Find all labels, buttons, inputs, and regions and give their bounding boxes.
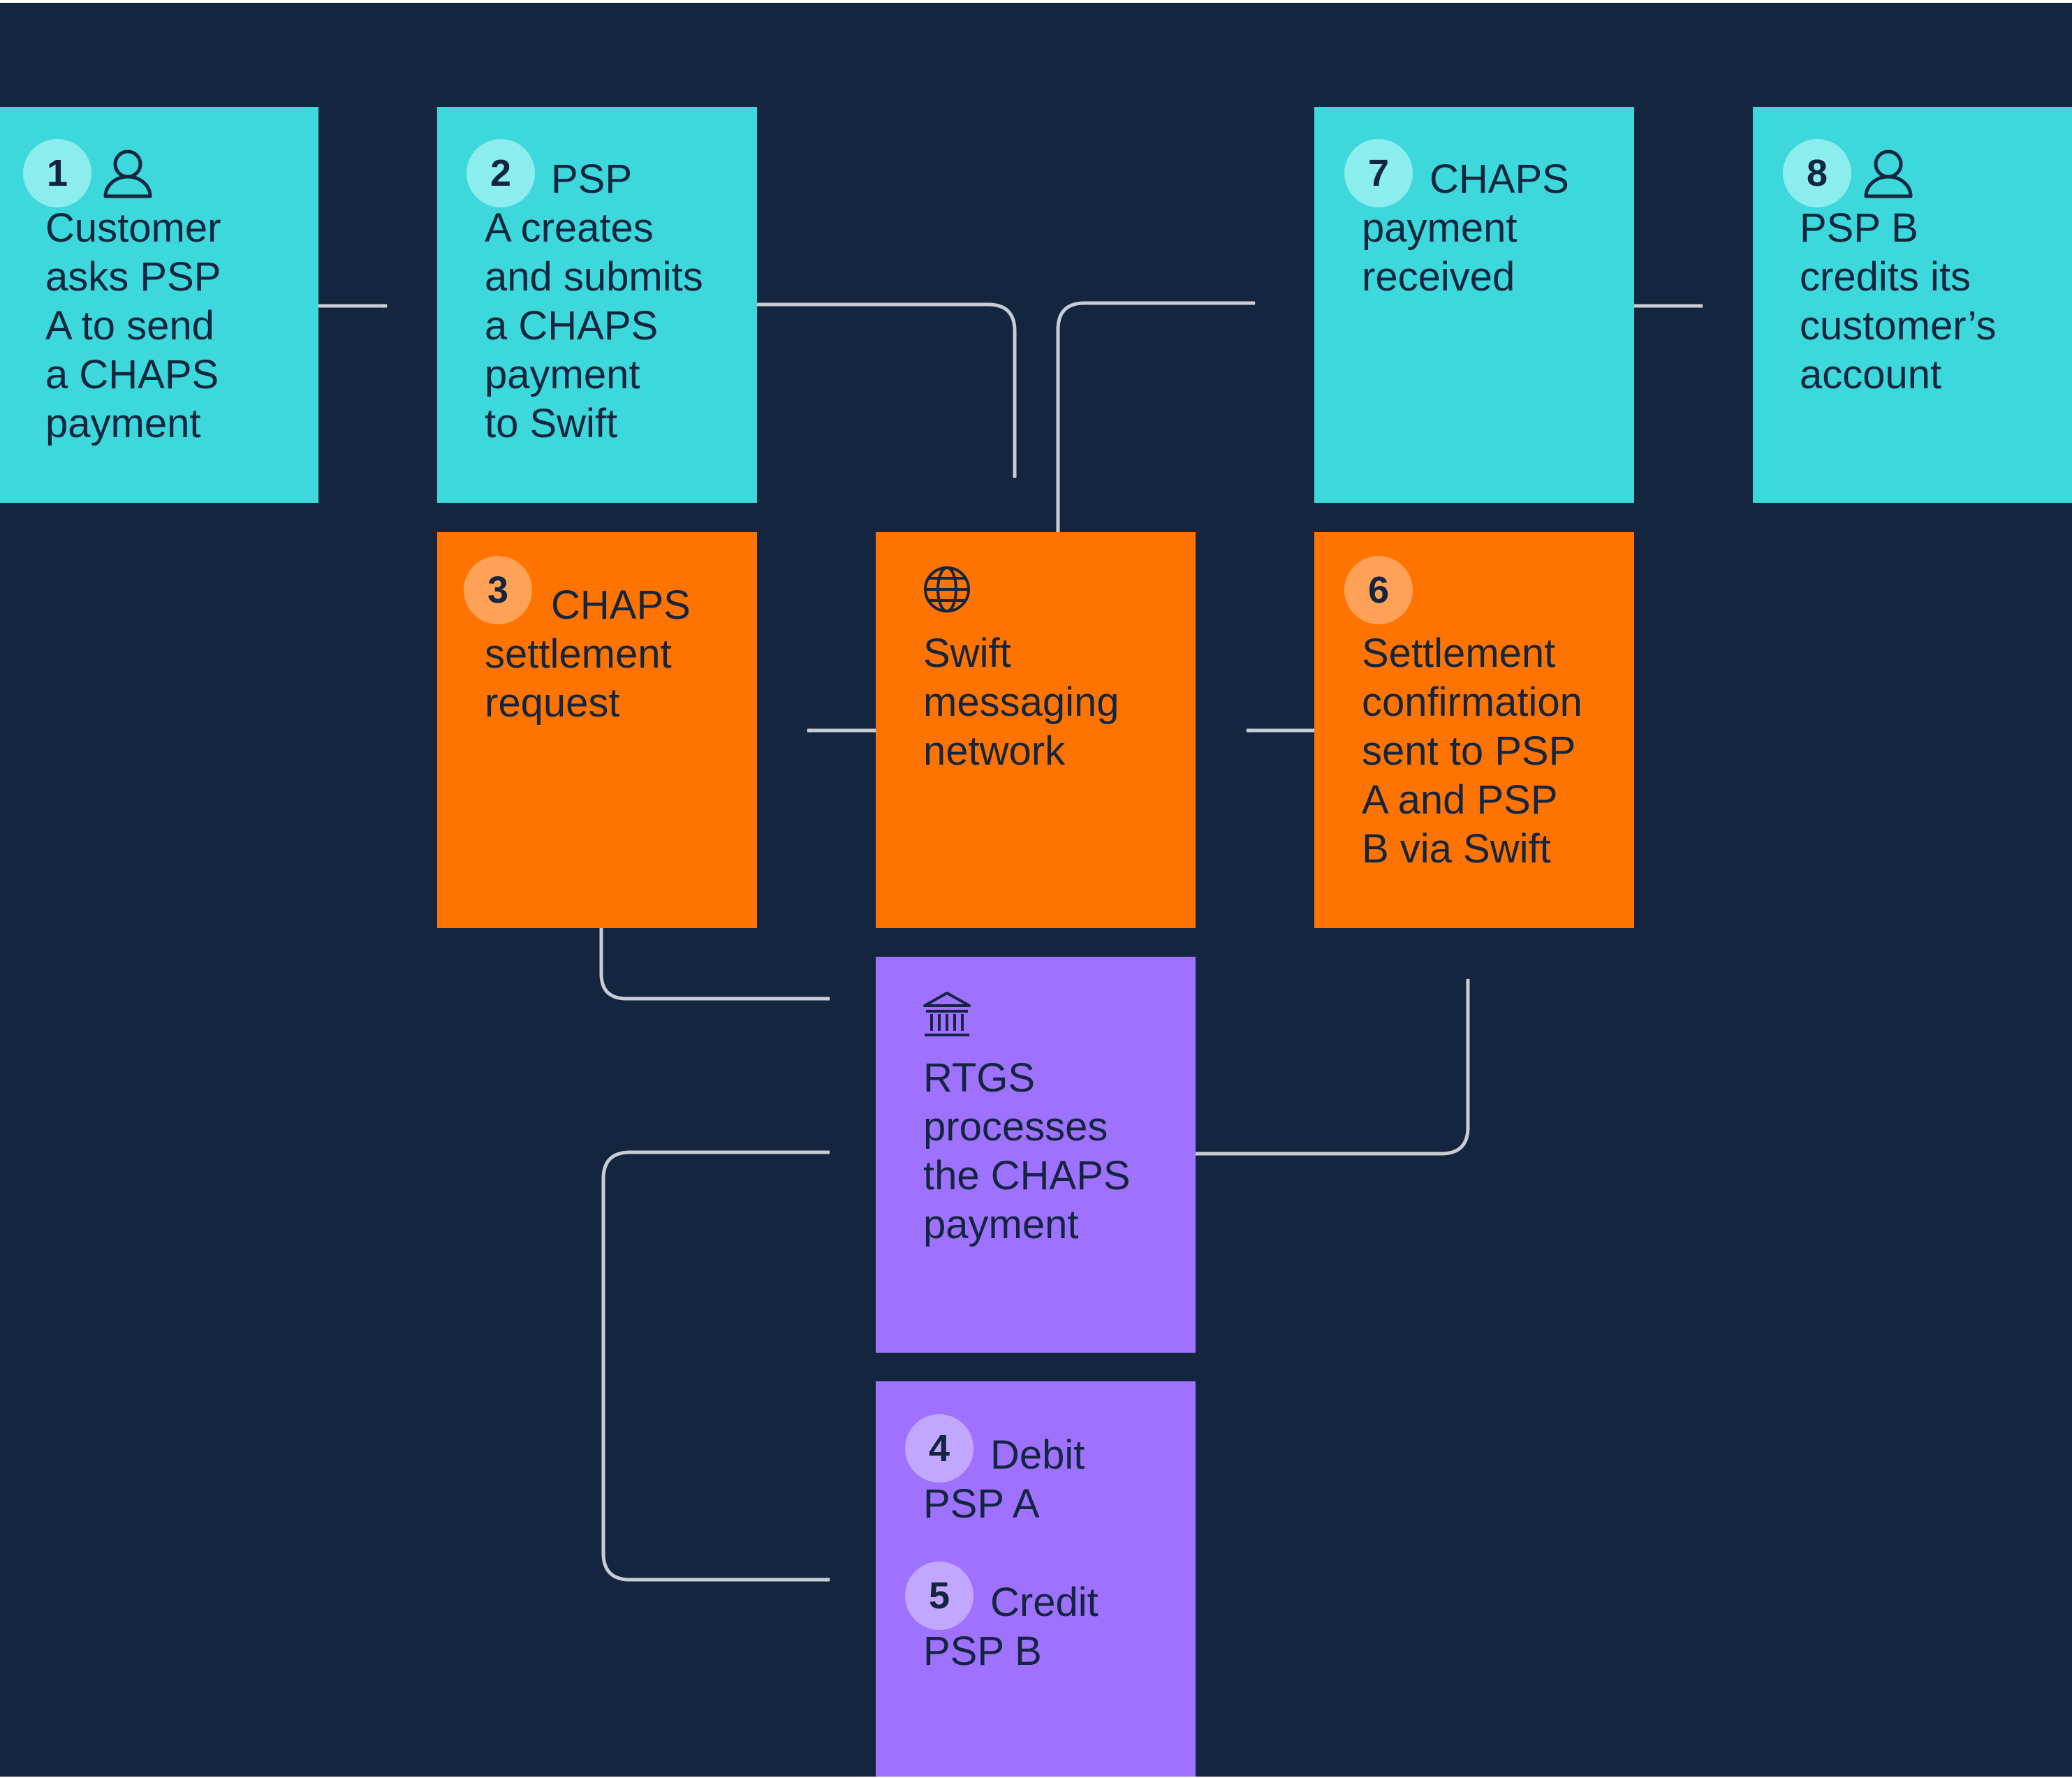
ledger-debit-text: PSP A	[923, 1481, 1040, 1527]
ledger-credit-text: PSP B	[923, 1629, 1042, 1674]
step-text: A creates and submits a CHAPS payment to…	[485, 205, 703, 446]
step-psp-b-credits: 8 PSP B credits its customer’s account	[1753, 107, 2072, 503]
step-text-first-line: PSP	[551, 156, 633, 202]
arrow-ledger-to-rtgs	[601, 1150, 831, 1582]
step-text: settlement request	[485, 631, 672, 726]
ledger-debit-first-line: Debit	[990, 1432, 1085, 1478]
step-text: Swift messaging network	[923, 631, 1119, 774]
step-psp-a-submits: 2 PSP A creates and submits a CHAPS paym…	[437, 107, 757, 503]
step-text: payment received	[1362, 205, 1518, 300]
step-number-badge: 1	[23, 139, 91, 207]
step-customer-request: 1 Customer asks PSP A to send a CHAPS pa…	[0, 107, 318, 503]
step-number-badge: 8	[1783, 139, 1851, 207]
rtgs-ledger-entries: 4 Debit PSP A 5 Credit PSP B	[876, 1381, 1196, 1777]
step-settlement-confirmation: 6 Settlement confirmation sent to PSP A …	[1314, 532, 1634, 928]
rtgs-processes-payment: RTGS processes the CHAPS payment	[876, 957, 1196, 1353]
step-number-badge: 6	[1344, 556, 1413, 624]
person-icon	[1864, 149, 1913, 198]
arrow-rtgs-to-step6	[1196, 978, 1470, 1156]
top-border	[0, 0, 2072, 3]
step-number-badge: 2	[466, 139, 535, 207]
globe-icon	[924, 566, 970, 612]
arrow-step3-to-rtgs	[599, 927, 831, 1001]
ledger-credit-first-line: Credit	[990, 1580, 1099, 1625]
step-text: RTGS processes the CHAPS payment	[923, 1055, 1131, 1247]
swift-messaging-network: Swift messaging network	[876, 532, 1196, 928]
step-text-first-line: CHAPS	[1430, 156, 1569, 202]
step-settlement-request: 3 CHAPS settlement request	[437, 532, 757, 928]
arrow-swift-to-step7	[1056, 301, 1256, 532]
step-number-badge: 4	[905, 1414, 973, 1483]
step-text: Settlement confirmation sent to PSP A an…	[1362, 631, 1582, 872]
step-number-badge: 7	[1344, 139, 1413, 207]
bank-icon	[923, 992, 971, 1036]
arrow-step2-to-swift	[757, 302, 1017, 479]
step-text: PSP B credits its customer’s account	[1800, 205, 1997, 397]
person-icon	[103, 149, 152, 198]
step-number-badge: 3	[464, 556, 532, 624]
step-text-first-line: CHAPS	[551, 582, 691, 628]
step-payment-received: 7 CHAPS payment received	[1314, 107, 1634, 503]
step-number-badge: 5	[905, 1562, 973, 1630]
bottom-border	[0, 1777, 2072, 1778]
step-text: Customer asks PSP A to send a CHAPS paym…	[45, 205, 221, 446]
